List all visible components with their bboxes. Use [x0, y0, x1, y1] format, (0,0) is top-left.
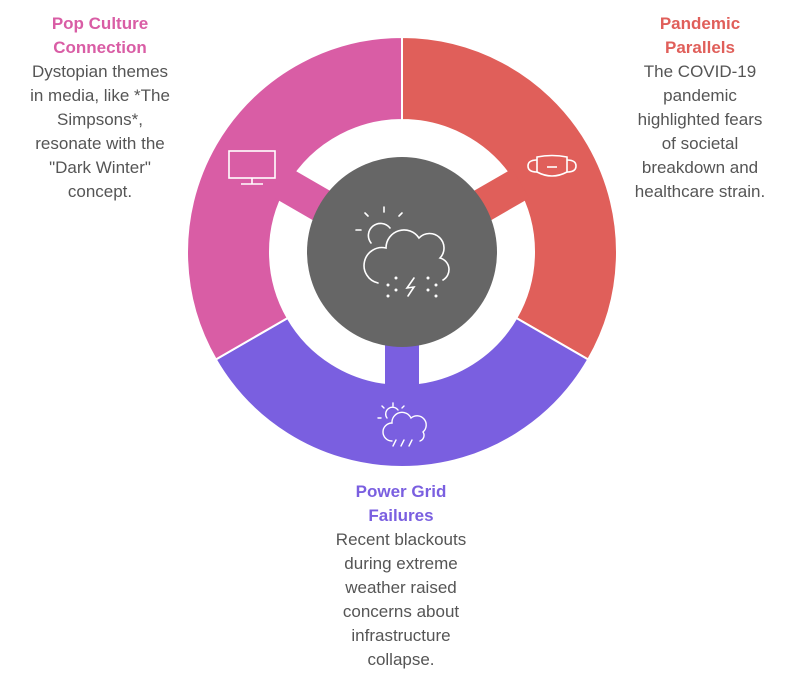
segment-title: Power Grid Failures	[355, 482, 447, 525]
face-mask-icon	[527, 154, 577, 177]
segment-title: Pop Culture Connection	[51, 14, 149, 57]
center-circle	[307, 157, 497, 347]
segment-arc-pop	[186, 35, 403, 361]
segment-pandemic: Pandemic Parallels The COVID-19 pandemic…	[608, 12, 792, 204]
segment-power: Power Grid Failures Recent blackouts dur…	[306, 480, 496, 672]
cloud-sun-storm-icon	[355, 206, 450, 298]
segment-pop: Pop Culture Connection Dystopian themes …	[8, 12, 192, 204]
monitor-icon	[228, 150, 276, 185]
connector-power	[385, 337, 419, 389]
segment-title: Pandemic Parallels	[659, 14, 741, 57]
segment-body: Dystopian themes in media, like *The Sim…	[30, 62, 170, 201]
segment-body: Recent blackouts during extreme weather …	[335, 530, 467, 669]
segment-arc-power	[214, 316, 590, 468]
thunderstorm-icon	[377, 402, 427, 447]
segment-arc-pandemic	[401, 35, 618, 361]
segment-body: The COVID-19 pandemic highlighted fears …	[634, 62, 766, 201]
